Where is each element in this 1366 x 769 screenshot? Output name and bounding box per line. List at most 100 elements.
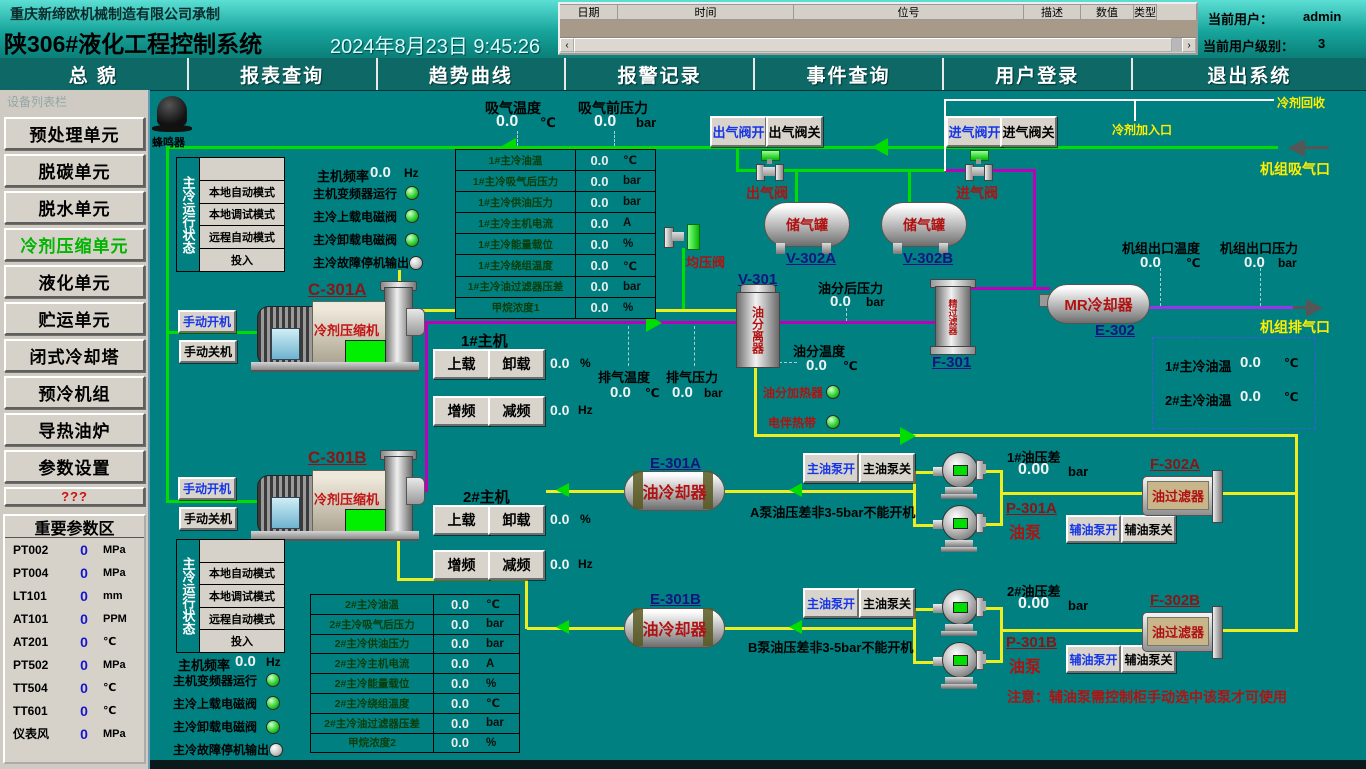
row-unit: % [486,736,497,749]
manual-start-a-button[interactable]: 手动开机 [178,310,236,333]
equalize-valve-icon[interactable] [664,222,700,252]
status-1-title: 主冷运行状态 [177,158,200,271]
menu-item[interactable]: 趋势曲线 [378,58,567,90]
row-unit: bar [486,637,504,650]
user-level-label: 当前用户级别： [1203,39,1295,54]
sidebar-item[interactable]: 参数设置 [4,450,145,483]
cooler-b-band [703,608,713,646]
manual-start-b-button[interactable]: 手动开机 [178,477,236,500]
gas-in-close-button[interactable]: 进气阀关 [1000,116,1057,147]
main-pump-on-b-button[interactable]: 主油泵开 [803,588,859,618]
sidebar-item[interactable]: 预处理单元 [4,117,145,150]
led-label: 主机变频器运行 [313,186,398,201]
freq-up-1-button[interactable]: 增频 [433,396,490,426]
sidebar-item[interactable]: 脱碳单元 [4,154,145,187]
buzzer-base-icon[interactable] [152,125,192,132]
oildiff2-label: 2#油压差 [1007,584,1061,599]
sidebar-item[interactable]: 液化单元 [4,265,145,298]
aux-pump-on-a-button[interactable]: 辅油泵开 [1066,515,1121,543]
aux-pump-on-b-button[interactable]: 辅油泵开 [1066,645,1121,673]
mode-button[interactable]: 本地自动模式 [200,562,284,586]
gas-in-valve-icon[interactable] [964,150,994,181]
compressor-b-outlet [406,477,425,505]
mode-button[interactable]: 远程自动模式 [200,607,284,631]
mode-button[interactable]: 本地自动模式 [200,180,284,204]
gas-out-close-button[interactable]: 出气阀关 [766,116,823,147]
row-label: 甲烷浓度1 [456,297,576,318]
status-panel-2: 主冷运行状态 本地自动模式本地调试模式远程自动模式投入 [176,539,285,653]
parameter-rows: PT002 0 MPa PT004 0 MPa LT101 0 mm AT101… [5,538,144,745]
pipe-tank-a-drop [795,169,798,207]
menu-item[interactable]: 退出系统 [1207,65,1292,87]
menu-item[interactable]: 总 貌 [0,58,189,90]
flow-arrow-left-icon [556,483,569,497]
gas-in-open-button[interactable]: 进气阀开 [946,116,1003,147]
menu-item[interactable]: 报表查询 [189,58,378,90]
status-1-modes: 本地自动模式本地调试模式远程自动模式投入 [200,158,284,271]
sidebar-item[interactable]: 预冷机组 [4,376,145,409]
main-pump-on-a-button[interactable]: 主油泵开 [803,453,859,483]
aux-pump-off-a-button[interactable]: 辅油泵关 [1121,515,1176,543]
pipe-equalize-valve [682,248,685,312]
oiltemp1-value: 0.0 [1240,354,1261,371]
led-row: 主冷上载电磁阀 [173,696,280,711]
main-pump-off-b-button[interactable]: 主油泵关 [859,588,915,618]
led-label: 主冷故障停机输出 [173,743,270,758]
alarm-scrollbar[interactable]: ‹ › [560,38,1196,52]
mode-button[interactable]: 远程自动模式 [200,226,284,250]
manual-stop-a-button[interactable]: 手动关机 [179,340,237,363]
pipe-discharge-main [427,321,939,324]
oilsep-temp-label: 油分温度 [793,344,846,359]
main-pump-off-a-button[interactable]: 主油泵关 [859,453,915,483]
outlet-pressure-label: 机组出口压力 [1220,241,1299,256]
freq-up-2-button[interactable]: 增频 [433,550,490,580]
buzzer-icon[interactable] [157,96,187,126]
mode-button[interactable]: 本地调试模式 [200,585,284,608]
freq-down-2-button[interactable]: 减频 [488,550,545,580]
cooler-b-name: 油冷却器 [642,622,707,639]
discharge-temp-label: 排气温度 [598,370,651,385]
freq-down-1-button[interactable]: 减频 [488,396,545,426]
parameter-unit: MPa [103,543,126,556]
manual-stop-b-button[interactable]: 手动关机 [179,507,237,530]
mode-button[interactable]: 本地调试模式 [200,203,284,227]
sidebar-item[interactable]: 导热油炉 [4,413,145,446]
pipe-separator-drain [754,365,757,437]
scroll-left-icon[interactable]: ‹ [560,38,574,52]
row-value: 0.0 [590,236,609,252]
mode-button[interactable]: 投入 [200,249,284,271]
mode-button[interactable] [200,158,284,181]
table-row: 2#主冷绕组温度 0.0 ℃ [311,693,519,714]
unload-1-button[interactable]: 卸载 [488,349,545,379]
leader-line [628,326,629,366]
sidebar-item[interactable]: 闭式冷却塔 [4,339,145,372]
mode-button[interactable] [200,540,284,563]
cooler-a-band [703,471,713,509]
oil-temp-box [1152,337,1316,429]
menu-item[interactable]: 事件查询 [755,58,944,90]
pipe-comp-b-suction [168,500,260,503]
scroll-right-icon[interactable]: › [1182,38,1196,52]
gas-out-open-button[interactable]: 出气阀开 [710,116,767,147]
oiltemp2-label: 2#主冷油温 [1165,393,1232,408]
menu-item[interactable]: 用户登录 [944,58,1133,90]
load-1-button[interactable]: 上载 [433,349,490,379]
suction-pre-unit: bar [636,115,657,130]
oildiff2-unit: bar [1068,598,1089,613]
menu-item[interactable]: 报警记录 [566,58,756,90]
sidebar-item[interactable]: ??? [4,487,145,506]
scrollbar-thumb[interactable] [574,38,1172,52]
alarm-empty-row [560,20,1196,38]
mode-button[interactable]: 投入 [200,630,284,652]
sidebar-item[interactable]: 脱水单元 [4,191,145,224]
gas-out-valve-icon[interactable] [755,150,785,181]
row-label: 2#主冷供油压力 [311,634,434,654]
unload-2-button[interactable]: 卸载 [488,505,545,535]
discharge-port-arrow-icon [1306,299,1323,317]
suction-pre-value: 0.0 [594,113,617,130]
discharge-temp-value: 0.0 [610,384,631,401]
sidebar-item[interactable]: 贮运单元 [4,302,145,335]
status-led-icon [405,209,419,224]
load-2-button[interactable]: 上载 [433,505,490,535]
sidebar-item[interactable]: 冷剂压缩单元 [4,228,145,261]
